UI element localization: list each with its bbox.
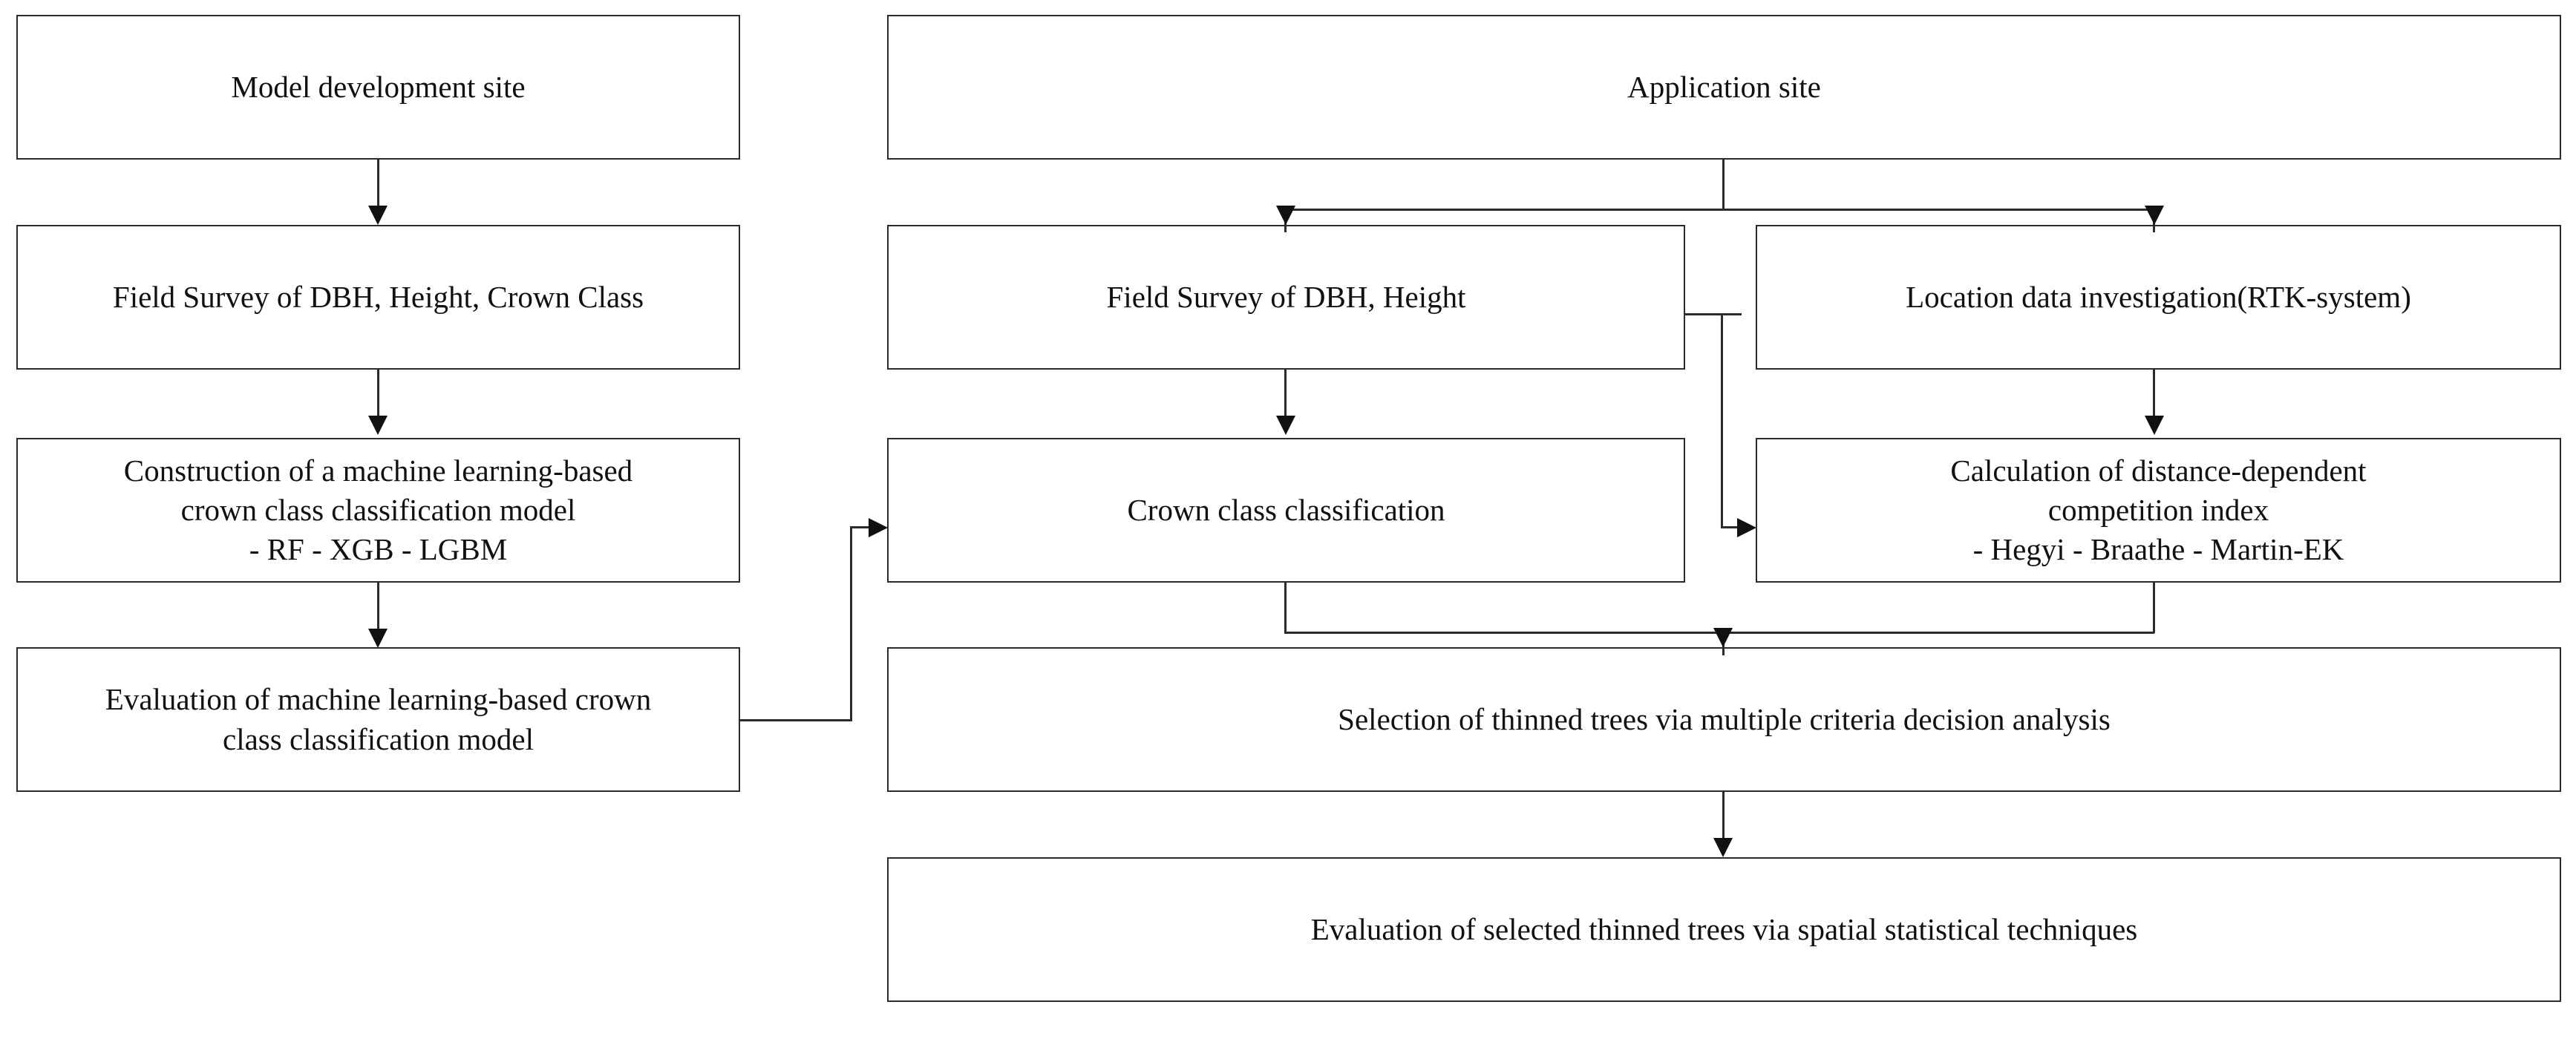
- node-label: Evaluation of selected thinned trees via…: [1310, 911, 2138, 946]
- connector-field-survey-to-construction: [377, 370, 379, 418]
- connector-selection-to-final-evaluation: [1722, 792, 1725, 840]
- arrowhead-field-survey-to-competition-index: [1737, 518, 1756, 537]
- connector-evaluation-to-crown-class-seg3: [850, 526, 872, 528]
- connector-competition-index-down-to-merge: [2153, 583, 2155, 633]
- arrowhead-evaluation-to-crown-class: [869, 518, 888, 537]
- node-model-development-site[interactable]: Model development site: [16, 15, 740, 160]
- arrowhead-model-site-to-field-survey: [368, 206, 388, 225]
- connector-application-site-stem: [1722, 160, 1725, 210]
- node-label: Calculation of distance-dependent compet…: [1950, 453, 2367, 567]
- node-label: Location data investigation(RTK-system): [1906, 279, 2411, 314]
- connector-evaluation-to-crown-class-seg1: [740, 719, 852, 721]
- node-label: Crown class classification: [1127, 492, 1445, 527]
- connector-evaluation-to-crown-class-seg2: [850, 526, 852, 721]
- connector-field-survey-to-competition-index-seg2: [1721, 313, 1723, 527]
- node-label: Evaluation of machine learning-based cro…: [105, 682, 652, 756]
- node-label: Model development site: [231, 69, 526, 104]
- connector-model-site-to-field-survey: [377, 160, 379, 208]
- arrowhead-field-survey-to-construction: [368, 416, 388, 435]
- arrowhead-field-survey-to-crown-class: [1276, 416, 1295, 435]
- node-label: Application site: [1627, 69, 1821, 104]
- connector-field-survey-to-competition-index-seg3: [1721, 526, 1742, 528]
- arrowhead-merge-to-selection: [1713, 628, 1733, 647]
- node-selection-thinned-trees[interactable]: Selection of thinned trees via multiple …: [887, 647, 2561, 792]
- node-field-survey-dbh-height[interactable]: Field Survey of DBH, Height: [887, 225, 1685, 370]
- node-field-survey-dbh-height-crown-class[interactable]: Field Survey of DBH, Height, Crown Class: [16, 225, 740, 370]
- node-label: Construction of a machine learning-based…: [123, 453, 633, 567]
- arrowhead-application-site-to-field-survey: [1276, 206, 1295, 225]
- node-label: Field Survey of DBH, Height, Crown Class: [112, 279, 644, 314]
- node-evaluation-selected-thinned-trees[interactable]: Evaluation of selected thinned trees via…: [887, 857, 2561, 1002]
- node-label: Selection of thinned trees via multiple …: [1338, 701, 2111, 736]
- node-crown-class-classification[interactable]: Crown class classification: [887, 438, 1685, 583]
- connector-field-survey-to-competition-index-seg1: [1685, 313, 1742, 315]
- node-location-data-investigation[interactable]: Location data investigation(RTK-system): [1756, 225, 2561, 370]
- connector-location-data-to-competition-index: [2153, 370, 2155, 418]
- connector-field-survey-to-crown-class: [1284, 370, 1287, 418]
- arrowhead-selection-to-final-evaluation: [1713, 838, 1733, 857]
- connector-crown-class-down-to-merge: [1284, 583, 1287, 633]
- arrowhead-construction-to-evaluation: [368, 629, 388, 648]
- arrowhead-location-data-to-competition-index: [2145, 416, 2164, 435]
- node-calculation-competition-index[interactable]: Calculation of distance-dependent compet…: [1756, 438, 2561, 583]
- node-label: Field Survey of DBH, Height: [1106, 279, 1466, 314]
- connector-application-site-split-bar: [1284, 209, 2154, 211]
- node-construction-ml-crown-class-model[interactable]: Construction of a machine learning-based…: [16, 438, 740, 583]
- connector-construction-to-evaluation: [377, 583, 379, 631]
- node-application-site[interactable]: Application site: [887, 15, 2561, 160]
- node-evaluation-ml-crown-class-model[interactable]: Evaluation of machine learning-based cro…: [16, 647, 740, 792]
- arrowhead-application-site-to-location-data: [2145, 206, 2164, 225]
